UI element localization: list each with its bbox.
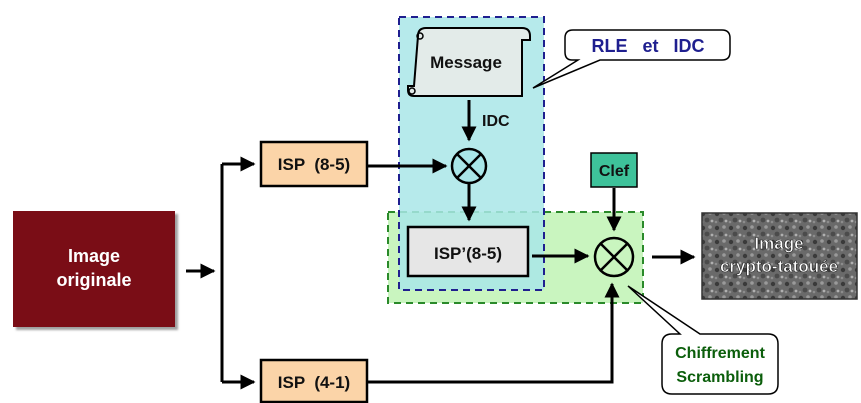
image-crypto-box <box>701 212 858 300</box>
isp-bottom-to-xor-arrow <box>368 282 620 384</box>
isp-bottom-box <box>259 358 369 403</box>
scrambling-callout <box>627 285 779 395</box>
image-crypto-line2: crypto-tatouée <box>720 257 838 276</box>
isp-top-label: ISP (8-5) <box>278 155 350 174</box>
message-scroll-icon <box>407 27 531 97</box>
isp-bottom-label: ISP (4-1) <box>278 373 350 392</box>
isp-prime-box <box>406 225 530 278</box>
chiffrement-text: Chiffrement <box>675 345 765 362</box>
clef-label: Clef <box>599 163 630 180</box>
message-label: Message <box>430 53 502 72</box>
scrambling-text: Scrambling <box>676 369 763 386</box>
image-originale-line2: originale <box>56 270 131 290</box>
rle-idc-text: RLE et IDC <box>591 36 704 56</box>
image-originale-box <box>13 211 175 327</box>
isp-prime-label: ISP’(8-5) <box>434 244 502 263</box>
scrambling-xor-icon <box>593 236 635 278</box>
rle-idc-callout <box>532 29 731 89</box>
clef-box <box>590 152 638 188</box>
image-originale-line1: Image <box>68 246 120 266</box>
xor-operator-icon <box>450 147 488 185</box>
idc-label: IDC <box>482 113 510 130</box>
image-crypto-line1: Image <box>754 234 803 253</box>
isp-top-box <box>259 140 369 188</box>
